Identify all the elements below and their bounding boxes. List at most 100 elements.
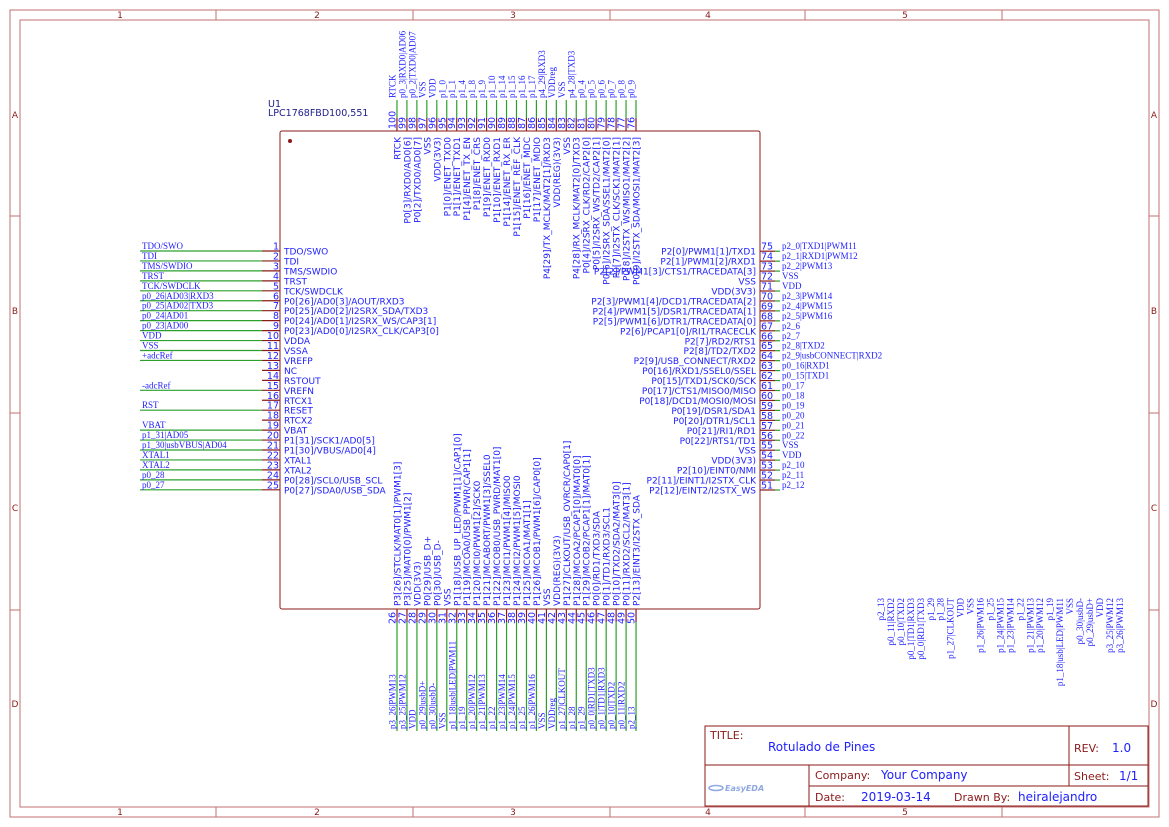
net-label[interactable]: p1_0	[437, 80, 447, 99]
net-label[interactable]: TCK/SWDCLK	[142, 281, 201, 291]
pin-26[interactable]: 26P3[26]/STCLK/MAT0[1]/PWM1[3]p3_26|PWM1…	[388, 462, 404, 731]
pin-69[interactable]: 69P2[4]/PWM1[5]/DSR1/TRACEDATA[1]p2_4|PW…	[593, 301, 833, 318]
net-label[interactable]: VDDreg	[547, 67, 557, 98]
net-label[interactable]: RTCK	[387, 74, 397, 98]
net-label[interactable]: p2_10	[782, 460, 805, 470]
net-label[interactable]: TDO/SWO	[142, 241, 183, 251]
net-label[interactable]: p1_18|usb|LED|PWM11	[1055, 598, 1065, 686]
net-label[interactable]: p3_26|PWM13	[1115, 598, 1125, 653]
net-label[interactable]: p0_25|AD02|TXD3	[142, 301, 214, 311]
net-label[interactable]: p2_0|TXD1|PWM11	[782, 241, 857, 251]
net-label[interactable]: p1_16	[517, 75, 527, 98]
net-label[interactable]: VDD	[956, 598, 966, 618]
net-label[interactable]: p1_21|PWM13	[477, 674, 487, 729]
net-label[interactable]: p1_18|usb|LED|PWM11	[447, 641, 457, 729]
net-label[interactable]: p0_1|TD1|RXD3	[597, 667, 607, 729]
net-label[interactable]: p0_29|usbD+	[1085, 598, 1095, 646]
net-label[interactable]: p2_12	[782, 480, 805, 490]
net-label[interactable]: XTAL1	[142, 450, 170, 460]
net-label[interactable]: p0_24|AD01	[142, 311, 188, 321]
net-label[interactable]: p4_28|TXD3	[567, 50, 577, 98]
net-label[interactable]: p1_26|PWM16	[527, 674, 537, 729]
net-label[interactable]: p1_1	[447, 80, 457, 98]
net-label[interactable]: p0_0|RD1|TXD3	[587, 667, 597, 729]
net-label[interactable]: p0_1|TD1|RXD3	[906, 598, 916, 660]
net-label[interactable]: VDDreg	[547, 698, 557, 729]
net-label[interactable]: p1_23|PWM14	[1005, 598, 1015, 653]
net-label[interactable]: p0_4	[577, 80, 587, 99]
net-label[interactable]: p1_14	[497, 75, 507, 98]
net-label[interactable]: p2_4|PWM15	[782, 301, 833, 311]
net-label[interactable]: p1_23|PWM14	[497, 674, 507, 729]
net-label[interactable]: p2_13	[876, 598, 886, 621]
net-label[interactable]: VSS	[966, 598, 976, 615]
net-label[interactable]: p0_30|usbD-	[1075, 598, 1085, 644]
net-label[interactable]: p3_25|PWM12	[397, 674, 407, 729]
net-label[interactable]: VDD	[782, 281, 802, 291]
net-label[interactable]: p0_17	[782, 381, 805, 391]
net-label[interactable]: TDI	[142, 251, 157, 261]
net-label[interactable]: TRST	[142, 271, 165, 281]
net-label[interactable]: VSS	[782, 440, 799, 450]
net-label[interactable]: p0_29|usbD+	[417, 681, 427, 729]
pin-73[interactable]: 73P2[2]/PWM1[3]/CTS1/TRACEDATA[3]p2_2|PW…	[594, 261, 833, 278]
net-label[interactable]: p0_28	[142, 470, 165, 480]
net-label[interactable]: p0_10|TXD2	[607, 682, 617, 729]
net-label[interactable]: +adcRef	[142, 350, 173, 360]
net-label[interactable]: p0_11|RXD2	[886, 598, 896, 645]
net-label[interactable]: p1_26|PWM16	[976, 598, 986, 653]
net-label[interactable]: p2_5|PWM16	[782, 311, 833, 321]
pin-35[interactable]: 35P1[21]/MCABORT/PWM1[3]/SSEL0p1_21|PWM1…	[477, 454, 493, 731]
net-label[interactable]: VSS	[537, 712, 547, 729]
net-label[interactable]: RST	[142, 400, 159, 410]
net-label[interactable]: p1_27|CLKOUT	[557, 668, 567, 729]
net-label[interactable]: VSS	[782, 271, 799, 281]
net-label[interactable]: p0_7	[607, 80, 617, 99]
net-label[interactable]: p0_0|RD1|TXD3	[916, 598, 926, 660]
net-label[interactable]: p1_17	[527, 75, 537, 98]
net-label[interactable]: p2_11	[782, 470, 804, 480]
